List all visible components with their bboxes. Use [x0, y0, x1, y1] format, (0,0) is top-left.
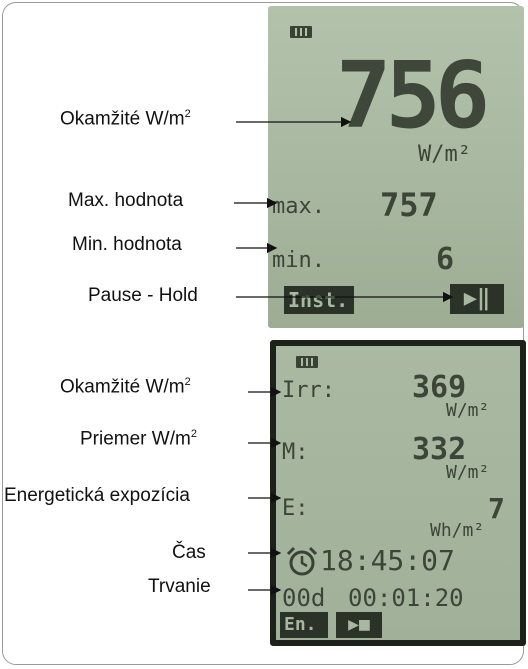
label-max: Max. hodnota — [68, 190, 184, 211]
energy-mode-button[interactable]: En. — [280, 612, 328, 638]
play-pause-button[interactable]: ▶‖ — [450, 284, 504, 314]
irr-unit: W/m² — [446, 400, 490, 421]
mean-label: M: — [282, 440, 309, 465]
energy-unit: Wh/m² — [430, 520, 485, 541]
mean-value: 332 — [412, 432, 467, 467]
instant-value: 756 — [336, 42, 490, 149]
play-stop-button[interactable]: ▶■ — [336, 612, 382, 638]
alarm-clock-icon — [286, 546, 318, 576]
label-cas: Čas — [172, 542, 206, 563]
duration-time: 00:01:20 — [348, 584, 464, 612]
lcd-display-instant: 756 W/m² max. 757 min. 6 Inst. ▶‖ — [268, 6, 524, 328]
min-value: 6 — [436, 242, 455, 277]
clock-time: 18:45:07 — [320, 544, 455, 577]
battery-icon — [296, 356, 318, 368]
battery-icon — [290, 26, 312, 38]
duration-days: 00d — [282, 584, 326, 612]
mean-unit: W/m² — [446, 462, 490, 483]
energy-value: 7 — [488, 492, 505, 525]
label-trvanie: Trvanie — [148, 576, 211, 597]
irr-value: 369 — [412, 370, 467, 405]
lcd-display-energy: Irr: 369 W/m² M: 332 W/m² E: 7 Wh/m² 18:… — [270, 340, 526, 646]
instant-unit: W/m² — [418, 142, 471, 167]
inst-mode-button[interactable]: Inst. — [284, 286, 354, 314]
label-okamzite-1: Okamžité W/m2 — [60, 108, 191, 130]
max-label: max. — [272, 194, 325, 219]
label-min: Min. hodnota — [72, 234, 182, 255]
outer-frame — [2, 2, 524, 665]
energy-label: E: — [282, 496, 309, 521]
label-okamzite-2: Okamžité W/m2 — [60, 376, 191, 398]
max-value: 757 — [380, 186, 438, 224]
min-label: min. — [272, 248, 325, 273]
label-pause: Pause - Hold — [88, 285, 198, 306]
label-priemer: Priemer W/m2 — [80, 428, 197, 450]
label-expozicia: Energetická expozícia — [4, 485, 190, 506]
irr-label: Irr: — [282, 378, 335, 403]
